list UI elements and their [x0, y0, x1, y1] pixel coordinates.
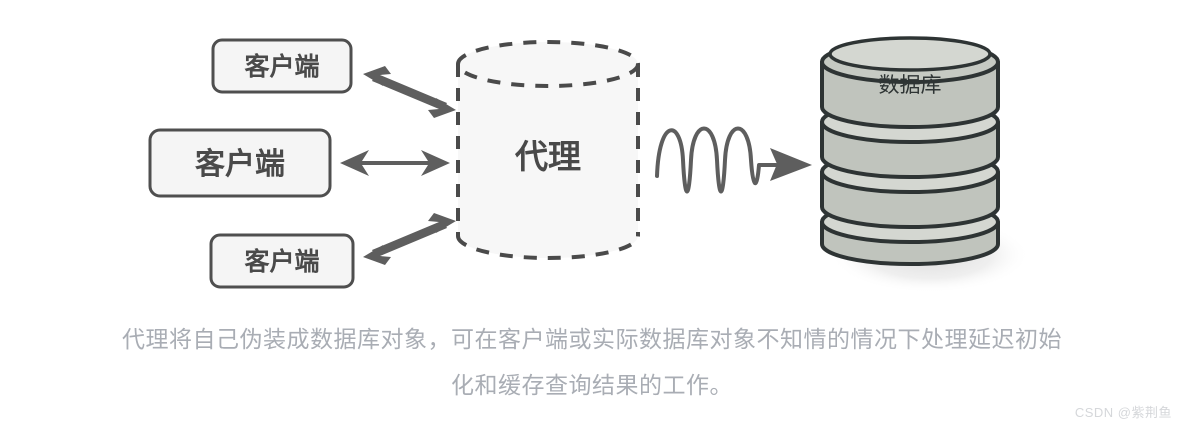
caption-line-2: 化和缓存查询结果的工作。: [451, 372, 733, 398]
client-box-bottom-label: 客户端: [244, 247, 319, 276]
client-box-bottom[interactable]: 客户端: [209, 233, 355, 289]
caption: 代理将自己伪装成数据库对象，可在客户端或实际数据库对象不知情的情况下处理延迟初始…: [0, 316, 1184, 408]
database-top-rim: [828, 36, 992, 72]
caption-line-1: 代理将自己伪装成数据库对象，可在客户端或实际数据库对象不知情的情况下处理延迟初始: [122, 326, 1062, 352]
database-label: 数据库: [879, 74, 942, 97]
proxy-cylinder-bottom-arc: [456, 235, 640, 260]
connector-arrow-middle: [340, 150, 450, 176]
proxy-cylinder-body-fill: [458, 64, 638, 258]
connector-arrow-bottom: [363, 213, 456, 265]
proxy-cylinder[interactable]: 代理: [456, 40, 640, 260]
proxy-label: 代理: [514, 138, 581, 175]
client-box-bottom-rect: [209, 233, 355, 289]
client-box-middle[interactable]: 客户端: [148, 128, 332, 198]
client-box-top-rect: [211, 38, 353, 94]
connector-arrow-top: [363, 66, 456, 118]
wave-arrow-path: [655, 126, 778, 194]
client-box-top-label: 客户端: [244, 52, 319, 81]
client-box-middle-label: 客户端: [195, 147, 285, 181]
wave-arrow-head: [770, 148, 812, 181]
watermark: CSDN @紫荆鱼: [1074, 405, 1172, 420]
database-cylinder[interactable]: 数据库: [820, 36, 1000, 266]
proxy-cylinder-top-fill: [458, 42, 638, 86]
wave-arrow-proxy-to-database: [655, 126, 812, 194]
client-box-middle-rect: [148, 128, 332, 198]
client-box-top[interactable]: 客户端: [211, 38, 353, 94]
